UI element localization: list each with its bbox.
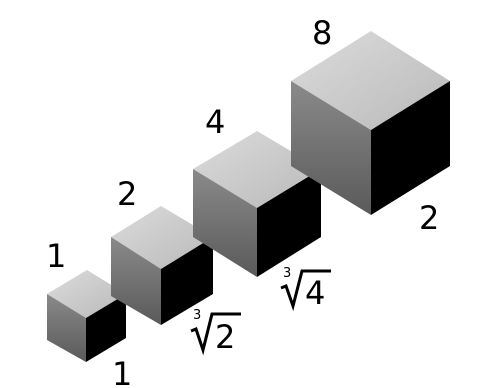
cube-1-edge-label: 1 [112,355,132,388]
cube-1-top-face [47,270,126,318]
cube-3-edge-cube-root-label: 3 4 [280,266,331,312]
cube-3-volume-label: 4 [205,103,225,141]
cube-3-left-face [193,169,257,277]
cube-3-top-face [193,131,321,208]
cube-4 [291,31,450,215]
cube-4-volume-label: 8 [312,14,332,52]
cube-2-edge-cube-root-label: 3 2 [190,308,241,356]
cube-2-volume-label: 2 [117,175,137,213]
cube-1-volume-label: 1 [46,237,66,275]
cube-4-edge-label: 2 [419,199,439,237]
cube-2-radicand: 2 [215,318,235,356]
cube-2-top-face [111,206,213,269]
cube-3-radicand: 4 [305,274,325,312]
cube-3 [193,131,321,277]
cube-4-top-face [291,31,450,130]
cube-2 [111,206,213,325]
cube-2-right-face [161,237,213,325]
cube-3-root-index: 3 [283,266,291,281]
cube-3-radical-sign [280,269,331,312]
cube-1 [47,270,126,362]
cube-1-left-face [47,294,86,362]
cube-4-right-face [371,81,450,215]
cube-2-left-face [111,237,161,325]
cube-1-right-face [86,294,126,362]
cube-2-root-index: 3 [193,308,201,323]
cube-4-left-face [291,81,371,215]
cube-3-right-face [257,169,321,277]
cube-2-radical-sign [190,312,241,356]
